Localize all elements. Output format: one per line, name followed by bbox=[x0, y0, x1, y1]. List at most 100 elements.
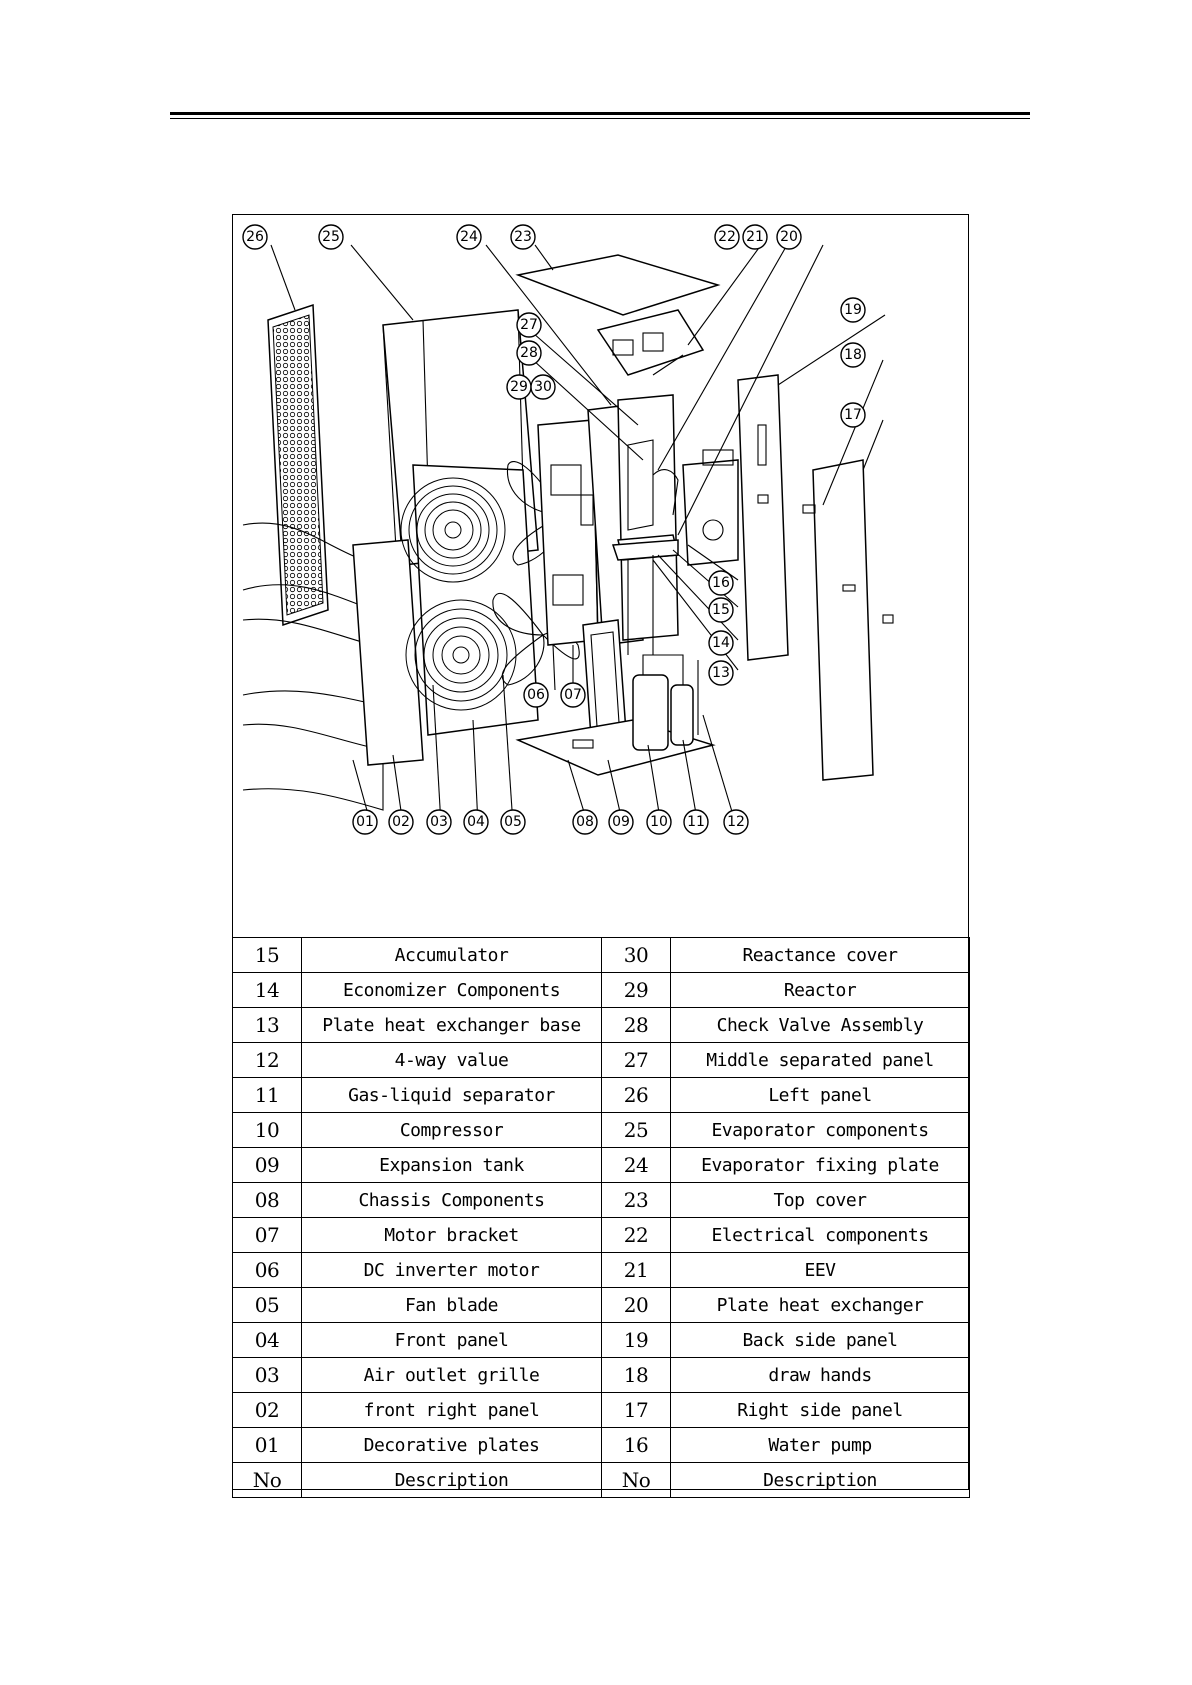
callout-24: 24 bbox=[456, 224, 482, 250]
part-number: 18 bbox=[601, 1357, 671, 1393]
water-pump-drawing bbox=[682, 449, 739, 566]
part-description: Gas-liquid separator bbox=[301, 1077, 602, 1113]
callout-label: 15 bbox=[712, 602, 730, 618]
callout-label: 08 bbox=[576, 814, 594, 830]
part-number: 22 bbox=[601, 1217, 671, 1253]
part-description: front right panel bbox=[301, 1392, 602, 1428]
part-description: Plate heat exchanger bbox=[670, 1287, 970, 1323]
part-description: Accumulator bbox=[301, 937, 602, 973]
part-number: 11 bbox=[232, 1077, 302, 1113]
part-number: 26 bbox=[601, 1077, 671, 1113]
right-side-panel-drawing bbox=[802, 459, 894, 781]
callout-label: 21 bbox=[746, 229, 764, 245]
front-panel-drawing bbox=[352, 464, 539, 766]
part-number: 23 bbox=[601, 1182, 671, 1218]
callout-16: 16 bbox=[708, 570, 734, 596]
callout-label: 02 bbox=[392, 814, 410, 830]
part-number: 14 bbox=[232, 972, 302, 1008]
callout-label: 03 bbox=[430, 814, 448, 830]
callout-label: 24 bbox=[460, 229, 478, 245]
callout-29: 29 bbox=[506, 374, 532, 400]
part-description: Chassis Components bbox=[301, 1182, 602, 1218]
callout-30: 30 bbox=[530, 374, 556, 400]
part-number: 17 bbox=[601, 1392, 671, 1428]
part-number: 01 bbox=[232, 1427, 302, 1463]
callout-label: 01 bbox=[356, 814, 374, 830]
callout-label: 25 bbox=[322, 229, 340, 245]
callout-17: 17 bbox=[840, 402, 866, 428]
callout-26: 26 bbox=[242, 224, 268, 250]
callout-07: 07 bbox=[560, 682, 586, 708]
callout-label: 27 bbox=[520, 317, 538, 333]
callout-10: 10 bbox=[646, 809, 672, 835]
part-description: draw hands bbox=[670, 1357, 970, 1393]
callout-21: 21 bbox=[742, 224, 768, 250]
part-description: Back side panel bbox=[670, 1322, 970, 1358]
part-description: EEV bbox=[670, 1252, 970, 1288]
callout-label: 22 bbox=[718, 229, 736, 245]
part-number: 21 bbox=[601, 1252, 671, 1288]
callout-label: 09 bbox=[612, 814, 630, 830]
part-description: Reactor bbox=[670, 972, 970, 1008]
callout-23: 23 bbox=[510, 224, 536, 250]
callout-label: 19 bbox=[844, 302, 862, 318]
callout-22: 22 bbox=[714, 224, 740, 250]
callout-label: 06 bbox=[527, 687, 545, 703]
part-number: 20 bbox=[601, 1287, 671, 1323]
part-description: Expansion tank bbox=[301, 1147, 602, 1183]
callout-label: 29 bbox=[510, 379, 528, 395]
callout-13: 13 bbox=[708, 660, 734, 686]
callout-19: 19 bbox=[840, 297, 866, 323]
part-number: 29 bbox=[601, 972, 671, 1008]
part-number: 24 bbox=[601, 1147, 671, 1183]
part-description: Left panel bbox=[670, 1077, 970, 1113]
part-description: 4-way value bbox=[301, 1042, 602, 1078]
callout-label: 10 bbox=[650, 814, 668, 830]
part-number: 02 bbox=[232, 1392, 302, 1428]
part-description: Compressor bbox=[301, 1112, 602, 1148]
part-description: Right side panel bbox=[670, 1392, 970, 1428]
callout-20: 20 bbox=[776, 224, 802, 250]
callout-label: 13 bbox=[712, 665, 730, 681]
callout-label: 18 bbox=[844, 347, 862, 363]
header-rule-thin bbox=[170, 118, 1030, 119]
part-description: Air outlet grille bbox=[301, 1357, 602, 1393]
part-number: 05 bbox=[232, 1287, 302, 1323]
part-number: No bbox=[232, 1462, 302, 1498]
part-description: Middle separated panel bbox=[670, 1042, 970, 1078]
callout-14: 14 bbox=[708, 630, 734, 656]
part-number: 25 bbox=[601, 1112, 671, 1148]
part-description: Reactance cover bbox=[670, 937, 970, 973]
part-number: 19 bbox=[601, 1322, 671, 1358]
part-description: Electrical components bbox=[670, 1217, 970, 1253]
callout-09: 09 bbox=[608, 809, 634, 835]
callout-12: 12 bbox=[723, 809, 749, 835]
callout-03: 03 bbox=[426, 809, 452, 835]
part-number: 07 bbox=[232, 1217, 302, 1253]
part-description: Water pump bbox=[670, 1427, 970, 1463]
callout-27: 27 bbox=[516, 312, 542, 338]
callout-label: 07 bbox=[564, 687, 582, 703]
middle-panel-drawing bbox=[580, 394, 679, 646]
callout-25: 25 bbox=[318, 224, 344, 250]
callout-06: 06 bbox=[523, 682, 549, 708]
part-number: 09 bbox=[232, 1147, 302, 1183]
callout-label: 20 bbox=[780, 229, 798, 245]
callout-05: 05 bbox=[500, 809, 526, 835]
electrical-components-drawing bbox=[596, 309, 705, 376]
part-number: 27 bbox=[601, 1042, 671, 1078]
callout-18: 18 bbox=[840, 342, 866, 368]
